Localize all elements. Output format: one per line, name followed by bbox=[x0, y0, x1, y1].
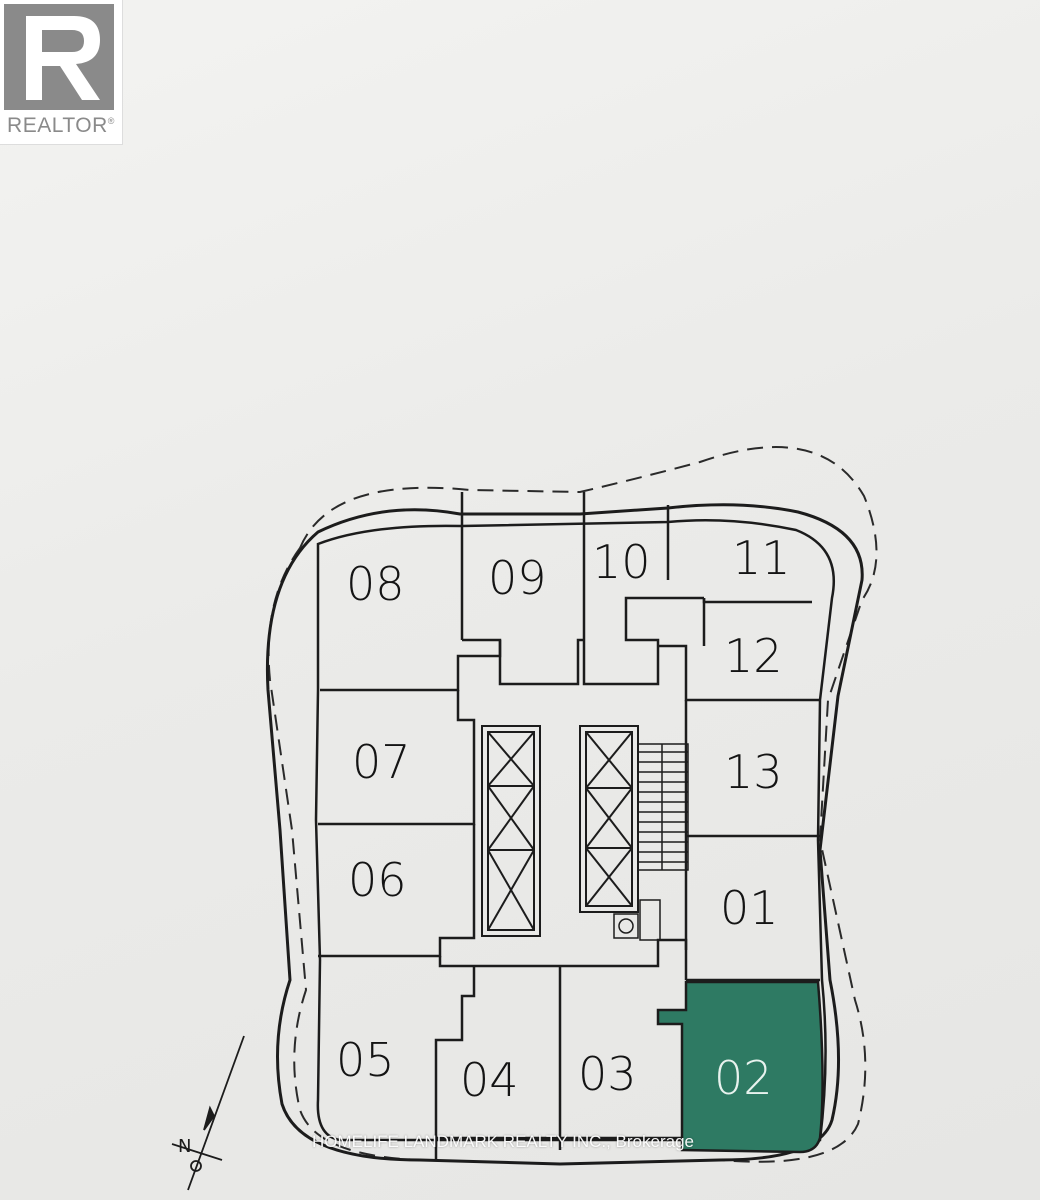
unit-label-10[interactable]: 10 bbox=[592, 535, 651, 589]
unit-label-01[interactable]: 01 bbox=[720, 881, 779, 935]
unit-partitions bbox=[318, 492, 820, 1160]
stairwell bbox=[613, 743, 689, 941]
unit-label-02[interactable]: 02 bbox=[714, 1051, 773, 1105]
north-arrow-icon bbox=[171, 1035, 245, 1191]
unit-label-05[interactable]: 05 bbox=[336, 1033, 395, 1087]
realtor-logo-text: REALTOR® bbox=[7, 114, 115, 137]
unit-label-07[interactable]: 07 bbox=[352, 735, 411, 789]
unit-label-11[interactable]: 11 bbox=[732, 531, 791, 585]
unit-label-08[interactable]: 08 bbox=[346, 557, 405, 611]
realtor-r-icon bbox=[4, 4, 114, 110]
outer-wall bbox=[265, 503, 864, 1166]
realtor-logo[interactable]: REALTOR® bbox=[0, 0, 123, 145]
unit-label-12[interactable]: 12 bbox=[724, 629, 783, 683]
elevator-core-right bbox=[579, 725, 639, 913]
unit-label-09[interactable]: 09 bbox=[488, 551, 547, 605]
north-label: N bbox=[178, 1136, 191, 1157]
unit-label-03[interactable]: 03 bbox=[578, 1047, 637, 1101]
elevator-core-left bbox=[481, 725, 541, 937]
unit-label-06[interactable]: 06 bbox=[348, 853, 407, 907]
unit-label-04[interactable]: 04 bbox=[460, 1053, 519, 1107]
brokerage-watermark: HOMELIFE LANDMARK REALTY INC., Brokerage bbox=[312, 1132, 694, 1151]
unit-label-13[interactable]: 13 bbox=[724, 745, 783, 799]
unit-02-highlight bbox=[656, 980, 824, 1154]
